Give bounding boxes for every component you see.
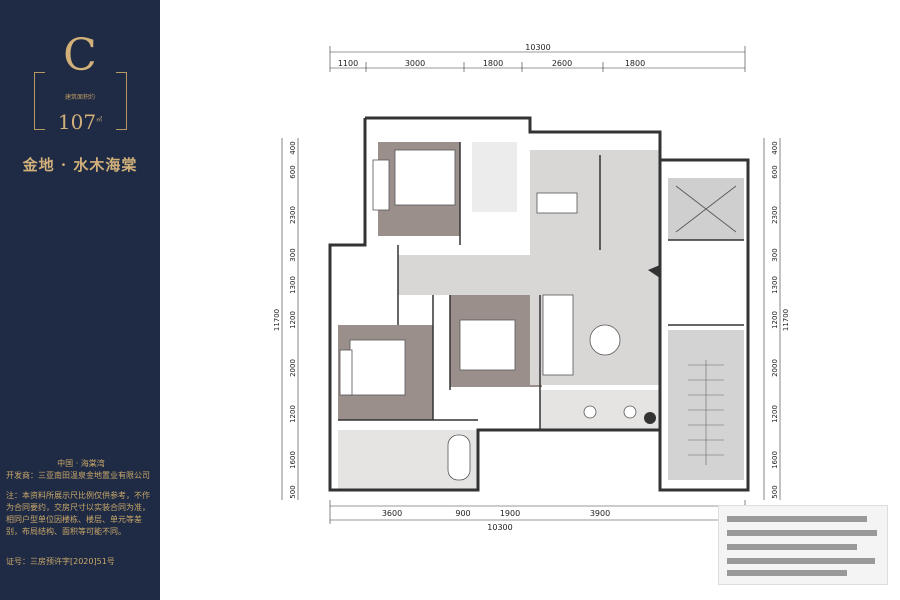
top-dim-2: 3000 xyxy=(405,59,425,68)
area-caption: 建筑面积约 xyxy=(64,94,95,101)
right-dim-1: 400 xyxy=(771,141,779,154)
right-dim-8: 1200 xyxy=(771,405,779,423)
left-dim-6: 1200 xyxy=(289,311,297,329)
developer-text: 开发商：三亚南田温泉金地置业有限公司 xyxy=(6,471,150,480)
right-total-dim: 11700 xyxy=(782,309,790,331)
left-dim-5: 1300 xyxy=(289,276,297,294)
left-dim-7: 2000 xyxy=(289,359,297,377)
balcony xyxy=(540,390,660,430)
top-total-dim: 10300 xyxy=(525,43,550,52)
right-dim-7: 2000 xyxy=(771,359,779,377)
left-dim-1: 400 xyxy=(289,141,297,154)
right-dim-9: 1600 xyxy=(771,451,779,469)
thumb-row xyxy=(727,570,847,576)
area-unit: ㎡ xyxy=(96,116,103,124)
brand-title: 金地 · 水木海棠 xyxy=(22,156,138,174)
bottom-dim-4: 3900 xyxy=(590,509,610,518)
right-dim-6: 1200 xyxy=(771,311,779,329)
left-dim-3: 2300 xyxy=(289,206,297,224)
left-total-dim: 11700 xyxy=(273,309,281,331)
right-dim-3: 2300 xyxy=(771,206,779,224)
bottom-dim-3: 1900 xyxy=(500,509,520,518)
sofa xyxy=(542,294,574,376)
corridor xyxy=(398,255,548,295)
entrance-arrow-icon xyxy=(648,265,660,278)
bottom-dim-1: 3600 xyxy=(382,509,402,518)
left-dim-4: 300 xyxy=(289,248,297,261)
coffee-table xyxy=(589,324,621,356)
bottom-dim-2: 900 xyxy=(455,509,470,518)
top-dim-1: 1100 xyxy=(338,59,358,68)
bed-north xyxy=(394,149,456,206)
thumb-row xyxy=(727,516,867,522)
right-dim-4: 300 xyxy=(771,248,779,261)
location-text: 中国 · 海棠湾 xyxy=(57,459,105,468)
area-value-block: 107㎡ xyxy=(0,110,160,134)
permit-text: 证号：三房预许字[2020]51号 xyxy=(6,557,115,566)
floor-plan: 10300 1100 3000 1800 2600 1800 3600 900 … xyxy=(273,43,790,530)
wardrobe-north xyxy=(372,159,390,211)
left-dim-8: 1200 xyxy=(289,405,297,423)
balcony-chair-1 xyxy=(583,405,597,419)
area-value: 107 xyxy=(57,110,97,134)
thumb-row xyxy=(727,544,857,550)
unit-type-letter: C xyxy=(63,30,97,81)
bottom-total-dim: 10300 xyxy=(487,523,512,530)
dining-table xyxy=(536,192,578,214)
right-dim-2: 600 xyxy=(771,165,779,178)
sidebar: C 建筑面积约 107㎡ 金地 · 水木海棠 中国 · 海棠湾 开发商：三亚南田… xyxy=(0,0,160,600)
top-dim-5: 1800 xyxy=(625,59,645,68)
thumb-row xyxy=(727,530,877,536)
left-bracket xyxy=(34,72,45,130)
disclaimer-text: 注：本资料所展示尺比例仅供参考，不作为合同要约，交房尺寸以实装合同为准，相同户型… xyxy=(6,491,150,536)
thumb-row xyxy=(727,558,875,564)
bathroom-north xyxy=(472,142,517,212)
bed-south xyxy=(459,319,516,371)
wardrobe-southwest xyxy=(339,349,353,396)
balcony-chair-2 xyxy=(623,405,637,419)
right-dim-5: 1300 xyxy=(771,276,779,294)
bed-southwest xyxy=(349,339,406,396)
left-dim-2: 600 xyxy=(289,165,297,178)
right-dim-10: 500 xyxy=(771,485,779,498)
left-dim-9: 1600 xyxy=(289,451,297,469)
right-bracket xyxy=(116,72,127,130)
site-plan-thumbnail xyxy=(718,505,888,585)
left-dim-10: 500 xyxy=(289,485,297,498)
top-dim-4: 2600 xyxy=(552,59,572,68)
bathtub xyxy=(447,434,471,481)
top-dim-3: 1800 xyxy=(483,59,503,68)
balcony-plant xyxy=(644,412,656,424)
